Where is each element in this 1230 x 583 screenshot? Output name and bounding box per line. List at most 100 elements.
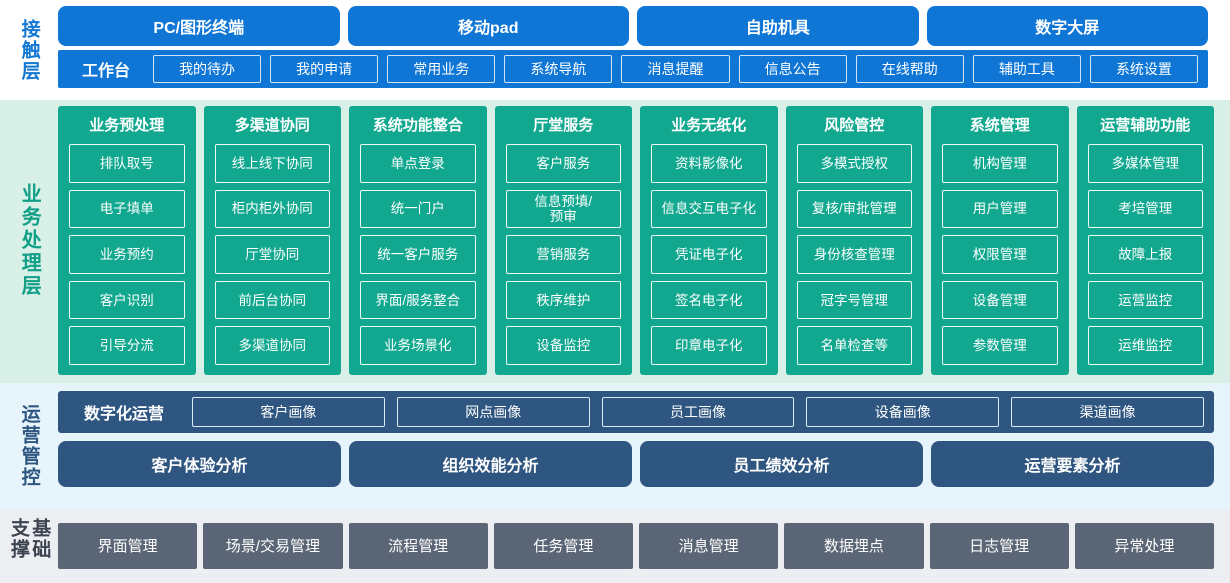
business-item[interactable]: 业务预约 bbox=[69, 235, 185, 274]
channel-digital-screen[interactable]: 数字大屏 bbox=[926, 6, 1208, 46]
business-item[interactable]: 身份核查管理 bbox=[796, 235, 912, 274]
foundation-item-scenario-transaction[interactable]: 场景/交易管理 bbox=[203, 522, 343, 569]
column-title: 风险管控 bbox=[824, 117, 885, 134]
business-column-preprocess: 业务预处理 排队取号 电子填单 业务预约 客户识别 引导分流 bbox=[58, 106, 196, 375]
column-title: 运营辅助功能 bbox=[1100, 117, 1191, 134]
business-item[interactable]: 电子填单 bbox=[69, 189, 185, 229]
channel-row: PC/图形终端 移动pad 自助机具 数字大屏 bbox=[58, 6, 1208, 46]
analysis-organization-efficiency[interactable]: 组织效能分析 bbox=[349, 441, 632, 487]
business-item[interactable]: 业务场景化 bbox=[360, 326, 476, 365]
foundation-item-data-tracking[interactable]: 数据埋点 bbox=[784, 522, 924, 569]
foundation-layer-body: 界面管理 场景/交易管理 流程管理 任务管理 消息管理 数据埋点 日志管理 异常… bbox=[58, 518, 1214, 573]
business-item[interactable]: 多媒体管理 bbox=[1087, 144, 1203, 183]
channel-pc[interactable]: PC/图形终端 bbox=[58, 6, 340, 46]
business-column-system-integration: 系统功能整合 单点登录 统一门户 统一客户服务 界面/服务整合 业务场景化 bbox=[349, 106, 487, 375]
layer-contact: 接触层 PC/图形终端 移动pad 自助机具 数字大屏 工作台 我的待办 我的申… bbox=[0, 0, 1230, 100]
business-item[interactable]: 运维监控 bbox=[1087, 326, 1203, 365]
ops-chip-customer-profile[interactable]: 客户画像 bbox=[192, 397, 385, 427]
business-item[interactable]: 秩序维护 bbox=[505, 280, 621, 320]
business-item[interactable]: 信息预填/ 预审 bbox=[505, 189, 621, 229]
analysis-row: 客户体验分析 组织效能分析 员工绩效分析 运营要素分析 bbox=[58, 441, 1214, 487]
business-item[interactable]: 单点登录 bbox=[360, 144, 476, 183]
workbench-item-my-application[interactable]: 我的申请 bbox=[270, 55, 379, 83]
business-item[interactable]: 客户识别 bbox=[69, 280, 185, 320]
business-item[interactable]: 签名电子化 bbox=[651, 280, 767, 320]
column-title: 多渠道协同 bbox=[234, 117, 310, 134]
business-item[interactable]: 凭证电子化 bbox=[651, 235, 767, 274]
foundation-item-exception-handling[interactable]: 异常处理 bbox=[1074, 522, 1214, 569]
business-item[interactable]: 名单检查等 bbox=[796, 326, 912, 365]
column-title: 厅堂服务 bbox=[533, 117, 594, 134]
business-item[interactable]: 多渠道协同 bbox=[214, 326, 330, 365]
business-item[interactable]: 机构管理 bbox=[942, 144, 1058, 183]
workbench-item-common-business[interactable]: 常用业务 bbox=[387, 55, 496, 83]
business-item[interactable]: 引导分流 bbox=[69, 326, 185, 365]
business-column-multichannel: 多渠道协同 线上线下协同 柜内柜外协同 厅堂协同 前后台协同 多渠道协同 bbox=[203, 106, 341, 375]
business-item[interactable]: 运营监控 bbox=[1087, 280, 1203, 320]
workbench-item-system-settings[interactable]: 系统设置 bbox=[1089, 55, 1198, 83]
business-item[interactable]: 印章电子化 bbox=[651, 326, 767, 365]
business-item[interactable]: 资料影像化 bbox=[651, 144, 767, 183]
foundation-item-log-management[interactable]: 日志管理 bbox=[929, 522, 1069, 569]
business-item[interactable]: 界面/服务整合 bbox=[360, 280, 476, 320]
foundation-item-ui-management[interactable]: 界面管理 bbox=[58, 522, 198, 569]
column-title: 系统功能整合 bbox=[372, 117, 463, 134]
business-column-lobby-service: 厅堂服务 客户服务 信息预填/ 预审 营销服务 秩序维护 设备监控 bbox=[494, 106, 632, 375]
operations-layer-body: 数字化运营 客户画像 网点画像 员工画像 设备画像 渠道画像 客户体验分析 组织… bbox=[58, 391, 1214, 500]
business-item[interactable]: 设备监控 bbox=[505, 326, 621, 365]
analysis-customer-experience[interactable]: 客户体验分析 bbox=[58, 441, 341, 487]
layer-business: 业务处理层 业务预处理 排队取号 电子填单 业务预约 客户识别 引导分流 多渠道… bbox=[0, 100, 1230, 383]
business-item[interactable]: 柜内柜外协同 bbox=[214, 189, 330, 229]
foundation-item-message-management[interactable]: 消息管理 bbox=[639, 522, 779, 569]
business-item[interactable]: 用户管理 bbox=[942, 189, 1058, 229]
ops-chip-branch-profile[interactable]: 网点画像 bbox=[396, 397, 590, 427]
foundation-item-process-management[interactable]: 流程管理 bbox=[348, 522, 488, 569]
business-item[interactable]: 权限管理 bbox=[942, 235, 1058, 274]
ops-chip-channel-profile[interactable]: 渠道画像 bbox=[1011, 397, 1204, 427]
workbench-item-aux-tools[interactable]: 辅助工具 bbox=[972, 55, 1081, 83]
ops-chip-employee-profile[interactable]: 员工画像 bbox=[601, 397, 795, 427]
workbench-bar: 工作台 我的待办 我的申请 常用业务 系统导航 消息提醒 信息公告 在线帮助 辅… bbox=[58, 50, 1208, 88]
layer-foundation: 基础支撑 界面管理 场景/交易管理 流程管理 任务管理 消息管理 数据埋点 日志… bbox=[0, 510, 1230, 583]
foundation-item-task-management[interactable]: 任务管理 bbox=[493, 522, 633, 569]
business-item[interactable]: 线上线下协同 bbox=[214, 144, 330, 183]
workbench-item-my-todo[interactable]: 我的待办 bbox=[153, 55, 262, 83]
business-item[interactable]: 排队取号 bbox=[69, 144, 185, 183]
channel-self-service[interactable]: 自助机具 bbox=[637, 6, 919, 46]
column-title: 业务预处理 bbox=[89, 117, 165, 134]
ops-chip-device-profile[interactable]: 设备画像 bbox=[806, 397, 1000, 427]
business-item[interactable]: 前后台协同 bbox=[214, 280, 330, 320]
analysis-operation-factors[interactable]: 运营要素分析 bbox=[931, 441, 1214, 487]
business-column-paperless: 业务无纸化 资料影像化 信息交互电子化 凭证电子化 签名电子化 印章电子化 bbox=[640, 106, 778, 375]
channel-mobile-pad[interactable]: 移动pad bbox=[347, 6, 629, 46]
business-item[interactable]: 信息交互电子化 bbox=[651, 189, 767, 229]
workbench-item-message-alert[interactable]: 消息提醒 bbox=[621, 55, 730, 83]
business-layer-body: 业务预处理 排队取号 电子填单 业务预约 客户识别 引导分流 多渠道协同 线上线… bbox=[58, 106, 1214, 375]
workbench-title: 工作台 bbox=[82, 63, 131, 80]
layer-label-contact: 接触层 bbox=[18, 18, 40, 82]
workbench-item-online-help[interactable]: 在线帮助 bbox=[855, 55, 964, 83]
layer-operations: 运营管控 数字化运营 客户画像 网点画像 员工画像 设备画像 渠道画像 客户体验… bbox=[0, 383, 1230, 510]
layer-label-business: 业务处理层 bbox=[18, 183, 41, 298]
business-item[interactable]: 多模式授权 bbox=[796, 144, 912, 183]
layer-label-operations: 运营管控 bbox=[18, 403, 40, 488]
business-item[interactable]: 统一门户 bbox=[360, 189, 476, 229]
business-item[interactable]: 客户服务 bbox=[505, 144, 621, 183]
analysis-employee-performance[interactable]: 员工绩效分析 bbox=[640, 441, 923, 487]
workbench-item-system-nav[interactable]: 系统导航 bbox=[504, 55, 613, 83]
contact-layer-body: PC/图形终端 移动pad 自助机具 数字大屏 工作台 我的待办 我的申请 常用… bbox=[58, 6, 1224, 94]
business-item[interactable]: 参数管理 bbox=[942, 326, 1058, 365]
business-item[interactable]: 设备管理 bbox=[942, 280, 1058, 320]
workbench-item-announcement[interactable]: 信息公告 bbox=[738, 55, 847, 83]
business-item[interactable]: 复核/审批管理 bbox=[796, 189, 912, 229]
layer-label-foundation: 基础支撑 bbox=[8, 518, 51, 560]
foundation-row: 界面管理 场景/交易管理 流程管理 任务管理 消息管理 数据埋点 日志管理 异常… bbox=[58, 522, 1214, 569]
business-item[interactable]: 营销服务 bbox=[505, 235, 621, 274]
business-item[interactable]: 厅堂协同 bbox=[214, 235, 330, 274]
business-item[interactable]: 统一客户服务 bbox=[360, 235, 476, 274]
business-item[interactable]: 考培管理 bbox=[1087, 189, 1203, 229]
business-item[interactable]: 冠字号管理 bbox=[796, 280, 912, 320]
business-column-system-management: 系统管理 机构管理 用户管理 权限管理 设备管理 参数管理 bbox=[931, 106, 1069, 375]
business-item[interactable]: 故障上报 bbox=[1087, 235, 1203, 274]
